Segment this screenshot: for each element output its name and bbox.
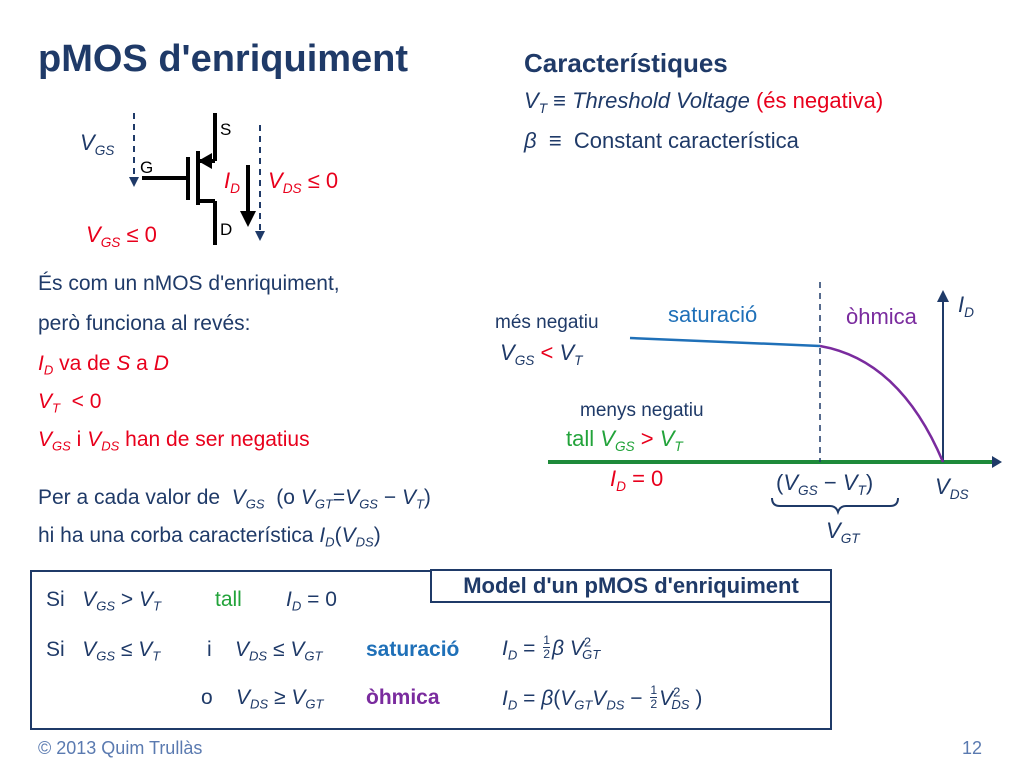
tall-condition-label: tall VGS > VT — [566, 426, 683, 454]
description-line-2: però funciona al revés: — [38, 312, 251, 335]
curve-condition-label: VGS < VT — [500, 340, 583, 368]
beta-definition: β ≡ Constant característica — [524, 128, 799, 153]
gate-label: G — [140, 158, 154, 177]
slide-title: pMOS d'enriquiment — [38, 38, 409, 80]
saturation-curve — [629, 336, 821, 348]
symbol-vgs-label: VGS — [80, 130, 115, 158]
footer-copyright: © 2013 Quim Trullàs — [38, 738, 203, 758]
drain-label: D — [220, 220, 233, 239]
vgs-minus-vt-label: (VGS − VT) — [776, 470, 874, 498]
symbol-vds-condition: VDS ≤ 0 — [268, 168, 339, 196]
description-line-7: hi ha una corba característica ID(VDS) — [38, 524, 381, 550]
model-row-ohmica: o VDS ≥ VGT — [201, 686, 324, 712]
symbol-vgs-condition: VGS ≤ 0 — [86, 222, 157, 250]
vt-definition: VT ≡ Threshold Voltage (és negativa) — [524, 88, 884, 116]
symbol-id-label: ID — [224, 168, 240, 196]
model-row-saturacio-cond: i VDS ≤ VGT — [207, 638, 323, 664]
model-region-tall: tall — [215, 588, 242, 611]
vgt-label: VGT — [826, 518, 860, 546]
menys-negatiu-label: menys negatiu — [580, 400, 704, 421]
mes-negatiu-label: més negatiu — [495, 312, 599, 333]
graph-x-label: VDS — [935, 474, 969, 502]
source-label: S — [220, 120, 232, 139]
vgt-brace — [771, 497, 899, 516]
graph-y-label: ID — [958, 292, 974, 320]
characteristics-heading: Característiques — [524, 48, 728, 78]
model-label: Model d'un pMOS d'enriquiment — [430, 569, 832, 603]
model-region-saturacio: saturació — [366, 638, 460, 661]
characteristic-graph — [548, 282, 1002, 516]
model-row-saturacio: Si VGS ≤ VT — [46, 638, 161, 664]
description-line-3: ID va de S a D — [38, 352, 169, 378]
model-region-ohmica: òhmica — [366, 686, 440, 709]
ohmic-curve — [819, 344, 945, 463]
region-saturacio-label: saturació — [668, 302, 758, 327]
description-line-5: VGS i VDS han de ser negatius — [38, 428, 310, 454]
tall-current-label: ID = 0 — [610, 466, 664, 494]
pmos-symbol — [129, 113, 265, 245]
description-line-1: És com un nMOS d'enriquiment, — [38, 272, 340, 295]
model-tall-current: ID = 0 — [286, 588, 337, 614]
description-line-6: Per a cada valor de VGS (o VGT=VGS − VT) — [38, 486, 431, 512]
page-number: 12 — [962, 738, 983, 758]
region-ohmica-label: òhmica — [846, 304, 917, 329]
description-line-4: VT < 0 — [38, 390, 102, 416]
model-row-tall: Si VGS > VT — [46, 588, 161, 614]
